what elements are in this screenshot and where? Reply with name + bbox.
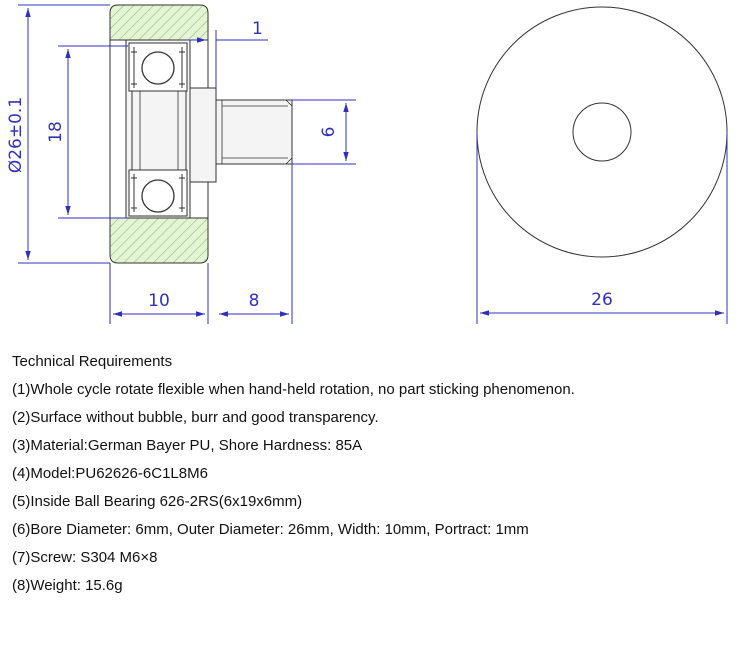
requirement-item: (1)Whole cycle rotate flexible when hand…: [12, 381, 575, 398]
dim-26-label: 26: [591, 290, 613, 310]
requirement-item: (7)Screw: S304 M6×8: [12, 549, 158, 566]
bearing-ball-bottom: [141, 179, 175, 213]
dim-8-label: 8: [249, 291, 260, 311]
dim-10-label: 10: [148, 291, 170, 311]
bearing-ball-top: [141, 51, 175, 85]
dim-6-label: 6: [319, 127, 339, 138]
requirement-item: (3)Material:German Bayer PU, Shore Hardn…: [12, 437, 363, 454]
bearing-seal-top-right: [179, 47, 185, 88]
requirement-item: (8)Weight: 15.6g: [12, 577, 123, 594]
requirement-item: (4)Model:PU62626-6C1L8M6: [12, 465, 208, 482]
technical-drawing: Ø26±0.1 18 1 6 10 8 26: [6, 4, 728, 324]
dim-1-label: 1: [252, 19, 263, 39]
requirement-item: (5)Inside Ball Bearing 626-2RS(6x19x6mm): [12, 493, 303, 510]
side-dimensions: [476, 132, 728, 324]
requirement-item: (2)Surface without bubble, burr and good…: [12, 409, 379, 426]
bearing-seal-bottom-right: [179, 174, 185, 212]
dim-od-label: Ø26±0.1: [6, 97, 26, 173]
screw-thread: [215, 99, 293, 165]
requirement-item: (6)Bore Diameter: 6mm, Outer Diameter: 2…: [12, 521, 529, 538]
technical-requirements: Technical Requirements (1)Whole cycle ro…: [12, 348, 732, 600]
requirements-heading: Technical Requirements: [12, 353, 173, 370]
dim-18-label: 18: [46, 121, 66, 143]
screw-chamfer: [285, 99, 293, 165]
side-view: [476, 6, 728, 258]
wheel-bore-circle: [572, 102, 632, 162]
bearing-inner-hub: [131, 90, 187, 171]
shaft-shoulder: [189, 87, 217, 183]
bearing-seal-bottom-left: [131, 174, 137, 212]
section-dimensions: [18, 4, 356, 324]
section-view: [109, 4, 293, 264]
bearing-seal-top-left: [131, 47, 137, 88]
pu-tire-top: [109, 4, 209, 41]
pu-tire-bottom: [109, 217, 209, 264]
